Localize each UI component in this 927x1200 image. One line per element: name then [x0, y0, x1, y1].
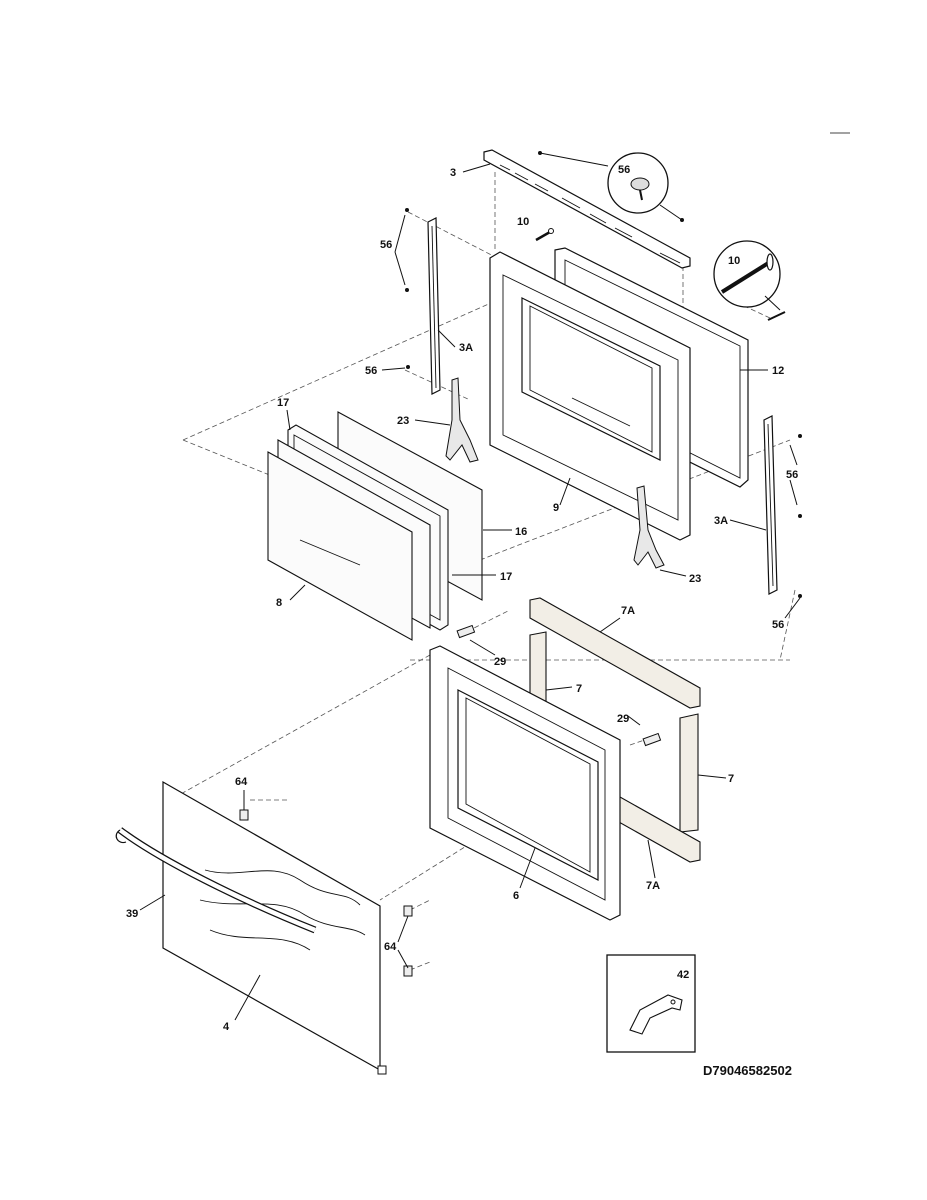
callout-7-top: 7 — [576, 683, 582, 695]
callout-4: 4 — [223, 1021, 230, 1033]
part-6-door-frame — [429, 645, 621, 921]
part-64-bumper-low — [403, 965, 413, 977]
callout-23-right: 23 — [689, 573, 701, 585]
part-64-bumper-top — [239, 809, 249, 821]
callout-3a-left: 3A — [459, 342, 473, 354]
callout-10-small: 10 — [517, 216, 529, 228]
part-3a-right-side-trim — [763, 415, 802, 598]
leader-lines — [139, 163, 801, 1021]
callout-56-right: 56 — [786, 469, 798, 481]
callout-3a-right: 3A — [714, 515, 728, 527]
callout-56-left-top: 56 — [380, 239, 392, 251]
callout-64-top: 64 — [235, 776, 248, 788]
part-10-small-pin — [535, 228, 554, 242]
callout-7a-bottom: 7A — [646, 880, 660, 892]
part-39-door-handle — [115, 827, 317, 934]
part-42-bracket-box — [606, 954, 696, 1053]
part-29-spacer-left — [456, 624, 476, 639]
callout-10-circle: 10 — [728, 255, 740, 267]
diagram-code: D79046582502 — [703, 1063, 792, 1078]
callout-42: 42 — [677, 969, 689, 981]
part-3a-left-side-trim — [405, 208, 441, 395]
part-3-top-vent-trim — [483, 149, 691, 269]
part-4-outer-door-panel — [162, 780, 387, 1075]
part-29-spacer-right — [642, 732, 662, 747]
callout-9: 9 — [553, 502, 559, 514]
part-64-bumper-mid — [403, 905, 413, 917]
part-7a-insulation-top — [529, 597, 701, 709]
callout-7a-top: 7A — [621, 605, 635, 617]
callout-56-bottom-right: 56 — [772, 619, 784, 631]
callout-3: 3 — [450, 167, 456, 179]
part-9-inner-door-panel — [489, 251, 691, 541]
callout-6: 6 — [513, 890, 519, 902]
callout-23-left: 23 — [397, 415, 409, 427]
callout-8: 8 — [276, 597, 282, 609]
callout-56-top: 56 — [618, 164, 630, 176]
callout-56-left-mid: 56 — [365, 365, 377, 377]
callout-12: 12 — [772, 365, 784, 377]
callout-29-left: 29 — [494, 656, 506, 668]
callout-29-right: 29 — [617, 713, 629, 725]
part-8-outer-glass — [267, 451, 413, 641]
callout-39: 39 — [126, 908, 138, 920]
part-23-hinge-left — [445, 377, 479, 463]
callout-64-bottom: 64 — [384, 941, 397, 953]
callout-labels: 3 56 10 10 56 3A 56 12 17 23 56 16 9 3A … — [126, 164, 798, 1033]
callout-17-top: 17 — [277, 397, 289, 409]
callout-7-right: 7 — [728, 773, 734, 785]
part-23-hinge-right — [633, 485, 665, 569]
screw-56-detail-callout — [538, 151, 684, 222]
part-7-insulation-right — [679, 713, 699, 833]
callout-17-bottom: 17 — [500, 571, 512, 583]
hinge-pin-10-detail-callout — [713, 240, 786, 321]
callout-16: 16 — [515, 526, 527, 538]
